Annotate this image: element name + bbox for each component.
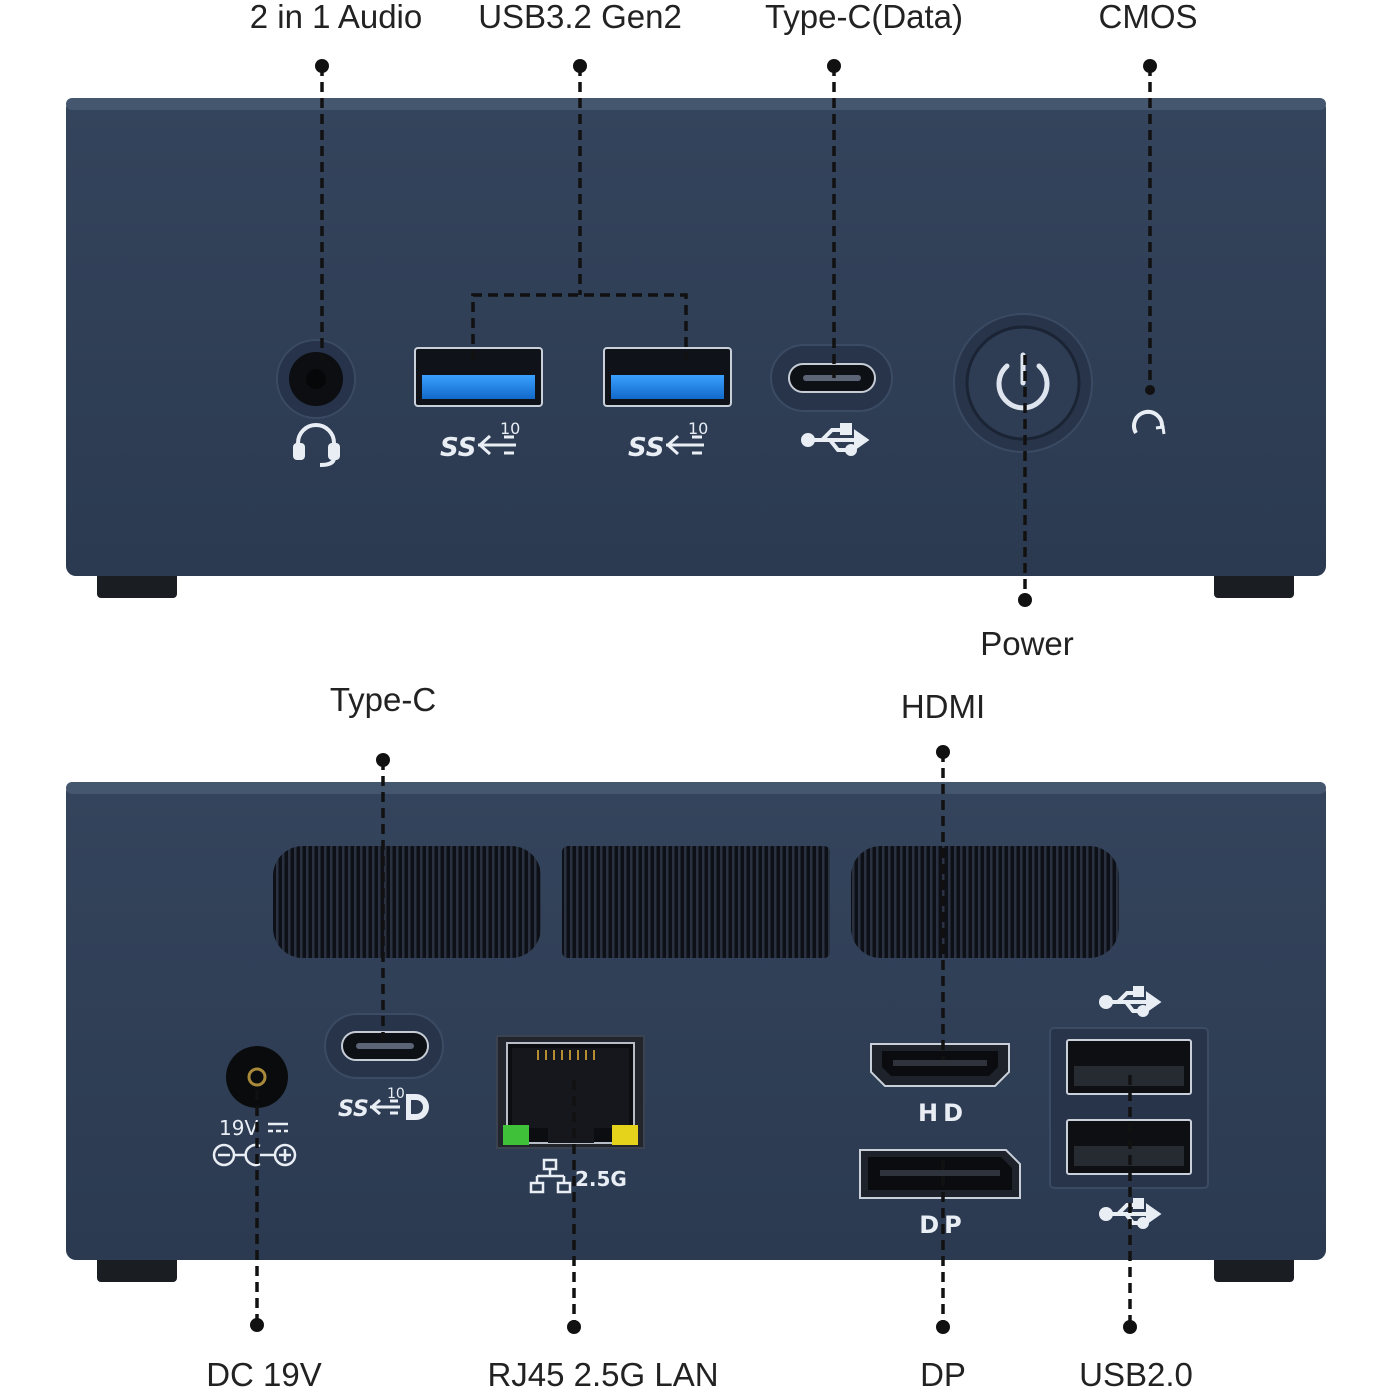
- front-leader-lines: [315, 59, 1157, 607]
- front-foot-right: [1214, 572, 1294, 598]
- superspeed-10-icon: SS 10: [440, 419, 520, 463]
- svg-text:SS: SS: [440, 433, 477, 463]
- vent-grill-right: [851, 846, 1119, 958]
- rear-panel: 19V SS 10: [66, 782, 1326, 1282]
- usb32-port-1: [414, 347, 543, 407]
- rear-foot-right: [1214, 1256, 1294, 1282]
- label-typec: Type-C: [330, 681, 436, 718]
- hd-marking: HD: [918, 1099, 968, 1127]
- displayport-icon: [406, 1094, 429, 1120]
- usb-icon: [801, 423, 870, 456]
- front-foot-left: [97, 572, 177, 598]
- usb-icon: [1099, 1198, 1162, 1229]
- vent-grill-left: [273, 846, 541, 958]
- front-chassis: [66, 98, 1326, 576]
- vent-grill-middle: [562, 846, 830, 958]
- dc-jack: [226, 1046, 288, 1108]
- hdmi-port: [870, 1043, 1010, 1087]
- rj45-port: [496, 1035, 645, 1149]
- rear-chassis-top-edge: [66, 782, 1326, 794]
- network-icon: [529, 1158, 572, 1194]
- dp-marking: DP: [919, 1211, 967, 1239]
- headset-icon: [293, 423, 340, 467]
- lan-led-yellow: [612, 1125, 638, 1145]
- usb20-port-1: [1066, 1039, 1192, 1095]
- usb32-port-2: [603, 347, 732, 407]
- label-hdmi: HDMI: [901, 688, 985, 725]
- label-cmos: CMOS: [1099, 0, 1198, 35]
- label-audio: 2 in 1 Audio: [250, 0, 422, 35]
- lan-speed-marking: 2.5G: [575, 1167, 627, 1191]
- rear-leader-lines: [250, 745, 1137, 1334]
- label-rj45: RJ45 2.5G LAN: [487, 1356, 718, 1391]
- label-power: Power: [980, 625, 1074, 662]
- front-panel: SS 10 SS 10: [66, 98, 1326, 598]
- label-dp: DP: [920, 1356, 966, 1391]
- label-dc: DC 19V: [206, 1356, 322, 1391]
- cmos-reset-icon: [1132, 409, 1166, 435]
- lan-led-green: [503, 1125, 529, 1145]
- label-usb32: USB3.2 Gen2: [478, 0, 682, 35]
- svg-text:SS: SS: [338, 1097, 369, 1122]
- front-chassis-top-edge: [66, 98, 1326, 110]
- dc-polarity-icon: [212, 1122, 297, 1167]
- ss-speed-label: 10: [387, 1086, 405, 1102]
- typec-port: [324, 1013, 444, 1079]
- dc-voltage-marking: 19V: [219, 1116, 258, 1140]
- superspeed-10-icon: SS 10: [338, 1086, 405, 1122]
- dp-port: [859, 1149, 1021, 1199]
- ss-speed-label: 10: [500, 419, 520, 438]
- rear-labels: Type-C HDMI DC 19V RJ45 2.5G LAN DP USB2…: [206, 681, 1193, 1391]
- ss-speed-label: 10: [688, 419, 708, 438]
- power-icon: [996, 352, 1050, 411]
- audio-jack: [276, 339, 356, 419]
- label-typec-data: Type-C(Data): [765, 0, 963, 35]
- svg-text:SS: SS: [628, 433, 665, 463]
- front-labels: 2 in 1 Audio USB3.2 Gen2 Type-C(Data) CM…: [250, 0, 1198, 662]
- usb-icon: [1099, 986, 1162, 1017]
- rear-foot-left: [97, 1256, 177, 1282]
- typec-data-port: [770, 344, 893, 412]
- label-usb20: USB2.0: [1079, 1356, 1193, 1391]
- superspeed-10-icon: SS 10: [628, 419, 708, 463]
